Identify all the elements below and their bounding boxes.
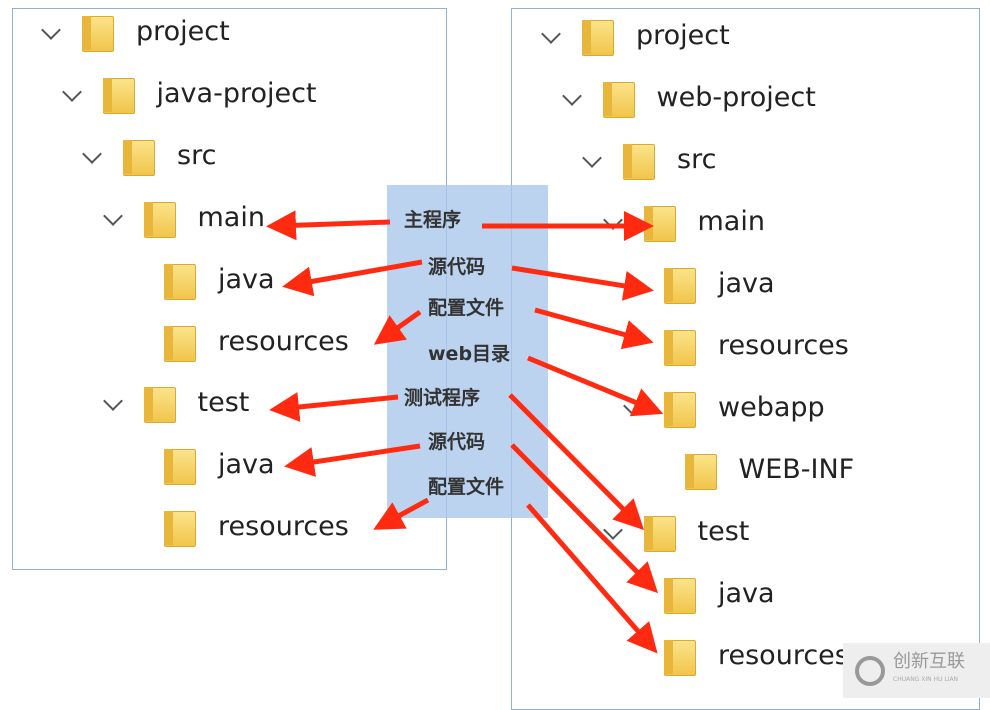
folder-icon <box>123 139 155 176</box>
annotation-label: 配置文件 <box>428 476 505 498</box>
tree-item-label: src <box>177 139 217 171</box>
watermark-name: 创新互联 <box>893 650 965 672</box>
folder-icon <box>664 330 696 366</box>
arrow <box>282 259 423 297</box>
arrow <box>373 309 422 345</box>
arrow <box>373 497 430 530</box>
folder-icon <box>582 20 614 56</box>
arrow <box>527 355 664 417</box>
arrow <box>266 210 391 241</box>
folder-icon <box>643 516 676 552</box>
tree-item-label: main <box>197 201 265 233</box>
left-tree-panel <box>12 8 447 570</box>
tree-item-label: java-project <box>156 77 317 109</box>
folder-icon <box>664 640 696 676</box>
folder-icon <box>664 392 696 428</box>
folder-icon <box>143 387 176 424</box>
annotation-label: 配置文件 <box>428 297 505 319</box>
tree-item-label: WEB-INF <box>738 454 855 485</box>
folder-icon <box>164 325 196 362</box>
tree-item-label: webapp <box>718 392 825 423</box>
annotation-label: 源代码 <box>428 256 486 278</box>
tree-item-label: java <box>218 263 275 295</box>
tree-item-label: java <box>218 449 275 481</box>
folder-icon <box>82 16 114 52</box>
annotation-label: web目录 <box>428 343 511 365</box>
tree-item-label: java <box>718 268 775 299</box>
arrow <box>269 392 399 422</box>
tree-item-label: project <box>636 20 730 51</box>
tree-item-label: resources <box>218 511 349 543</box>
folder-icon <box>143 201 176 238</box>
tree-item-label: main <box>697 206 765 237</box>
arrow <box>534 307 654 350</box>
tree-item-label: src <box>677 144 717 175</box>
tree-item-label: web-project <box>656 82 816 113</box>
tree-item-label: test <box>697 516 750 547</box>
folder-icon <box>602 82 635 118</box>
annotation-label: 测试程序 <box>404 387 481 409</box>
annotation-label: 主程序 <box>404 209 462 231</box>
tree-item-label: test <box>197 387 250 419</box>
arrow <box>508 393 645 531</box>
tree-item-label: resources <box>218 325 349 357</box>
folder-icon <box>164 263 196 300</box>
watermark: 创新互联 CHUANG XIN HU LIAN <box>843 643 990 698</box>
arrow <box>510 443 659 594</box>
folder-icon <box>623 144 655 180</box>
watermark-sub: CHUANG XIN HU LIAN <box>893 675 959 683</box>
arrow <box>511 265 654 301</box>
tree-item-label: resources <box>718 640 849 671</box>
folder-icon <box>164 449 196 486</box>
folder-icon <box>664 268 696 304</box>
arrow <box>526 503 658 654</box>
tree-item-label: java <box>718 578 775 609</box>
folder-icon <box>164 511 196 548</box>
annotation-label: 源代码 <box>428 431 486 453</box>
annotation-box <box>387 185 548 518</box>
tree-item-label: project <box>136 16 230 47</box>
folder-icon <box>664 578 696 614</box>
tree-item-label: resources <box>718 330 849 361</box>
watermark-logo-icon <box>855 655 885 686</box>
right-tree-panel <box>511 8 980 710</box>
arrow <box>284 443 421 477</box>
folder-icon <box>684 454 717 490</box>
folder-icon <box>102 77 135 114</box>
